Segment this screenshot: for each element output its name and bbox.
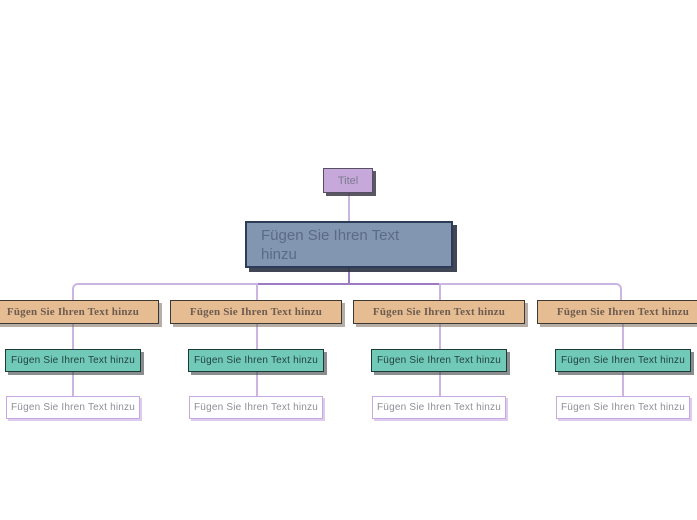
connector-branch-1-topic-subtopic xyxy=(72,324,74,349)
branch-1-subtopic-node[interactable]: Fügen Sie Ihren Text hinzu xyxy=(5,349,141,372)
branch-3-topic-node[interactable]: Fügen Sie Ihren Text hinzu xyxy=(353,300,525,324)
branch-1-topic-node[interactable]: Fügen Sie Ihren Text hinzu xyxy=(0,300,159,324)
connector-drop-branch-2 xyxy=(256,283,258,300)
connector-branch-bracket xyxy=(72,283,622,300)
connector-branch-1-subtopic-leaf xyxy=(72,372,74,396)
main-topic-node[interactable]: Fügen Sie Ihren Text hinzu xyxy=(245,221,453,268)
branch-4-topic-node[interactable]: Fügen Sie Ihren Text hinzu xyxy=(537,300,697,324)
branch-3-subtopic-node[interactable]: Fügen Sie Ihren Text hinzu xyxy=(371,349,507,372)
branch-2-topic-node[interactable]: Fügen Sie Ihren Text hinzu xyxy=(170,300,342,324)
connector-root-to-main xyxy=(348,193,350,222)
connector-branch-4-subtopic-leaf xyxy=(622,372,624,396)
connector-main-stub xyxy=(348,268,350,283)
branch-4-subtopic-node[interactable]: Fügen Sie Ihren Text hinzu xyxy=(555,349,691,372)
connector-branch-4-topic-subtopic xyxy=(622,324,624,349)
connector-bracket-dark-segment xyxy=(256,283,441,285)
branch-3-leaf-node[interactable]: Fügen Sie Ihren Text hinzu xyxy=(372,396,506,419)
connector-branch-3-topic-subtopic xyxy=(439,324,441,349)
branch-1-leaf-node[interactable]: Fügen Sie Ihren Text hinzu xyxy=(6,396,140,419)
branch-2-leaf-node[interactable]: Fügen Sie Ihren Text hinzu xyxy=(189,396,323,419)
branch-2-subtopic-node[interactable]: Fügen Sie Ihren Text hinzu xyxy=(188,349,324,372)
branch-4-leaf-node[interactable]: Fügen Sie Ihren Text hinzu xyxy=(556,396,690,419)
connector-drop-branch-3 xyxy=(439,283,441,300)
root-node[interactable]: Titel xyxy=(323,168,373,193)
connector-branch-3-subtopic-leaf xyxy=(439,372,441,396)
connector-branch-2-subtopic-leaf xyxy=(256,372,258,396)
connector-branch-2-topic-subtopic xyxy=(256,324,258,349)
